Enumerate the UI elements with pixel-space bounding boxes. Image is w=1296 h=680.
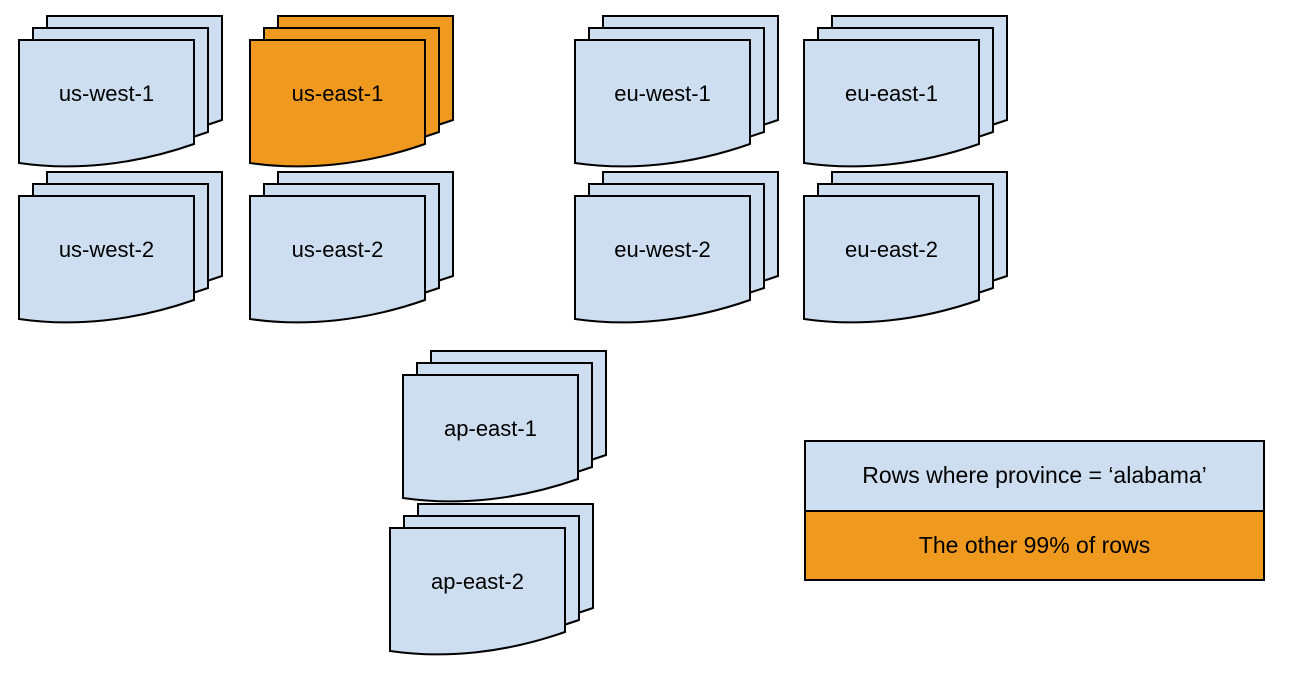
document-stack-icon bbox=[18, 15, 223, 168]
legend: Rows where province = ‘alabama’ The othe… bbox=[804, 440, 1265, 581]
region-stack-us-west-2: us-west-2 bbox=[16, 171, 224, 325]
region-stack-ap-east-1: ap-east-1 bbox=[400, 350, 608, 504]
legend-item-alabama-rows-label: Rows where province = ‘alabama’ bbox=[862, 462, 1207, 489]
region-stack-eu-west-2: eu-west-2 bbox=[572, 171, 780, 325]
document-stack-icon bbox=[574, 171, 779, 324]
document-stack-icon bbox=[402, 350, 607, 503]
region-stack-eu-east-1: eu-east-1 bbox=[801, 15, 1009, 169]
document-stack-icon bbox=[803, 171, 1008, 324]
region-stack-us-west-1: us-west-1 bbox=[16, 15, 224, 169]
document-stack-icon bbox=[249, 15, 454, 168]
legend-item-other-rows-label: The other 99% of rows bbox=[918, 531, 1151, 558]
document-stack-icon bbox=[803, 15, 1008, 168]
region-stack-us-east-2: us-east-2 bbox=[247, 171, 455, 325]
document-stack-icon bbox=[574, 15, 779, 168]
region-stack-eu-west-1: eu-west-1 bbox=[572, 15, 780, 169]
region-stack-eu-east-2: eu-east-2 bbox=[801, 171, 1009, 325]
legend-item-alabama-rows: Rows where province = ‘alabama’ bbox=[806, 442, 1263, 512]
region-stack-us-east-1: us-east-1 bbox=[247, 15, 455, 169]
legend-item-other-rows: The other 99% of rows bbox=[806, 511, 1263, 579]
region-stack-ap-east-2: ap-east-2 bbox=[387, 503, 595, 657]
document-stack-icon bbox=[389, 503, 594, 656]
document-stack-icon bbox=[249, 171, 454, 324]
document-stack-icon bbox=[18, 171, 223, 324]
